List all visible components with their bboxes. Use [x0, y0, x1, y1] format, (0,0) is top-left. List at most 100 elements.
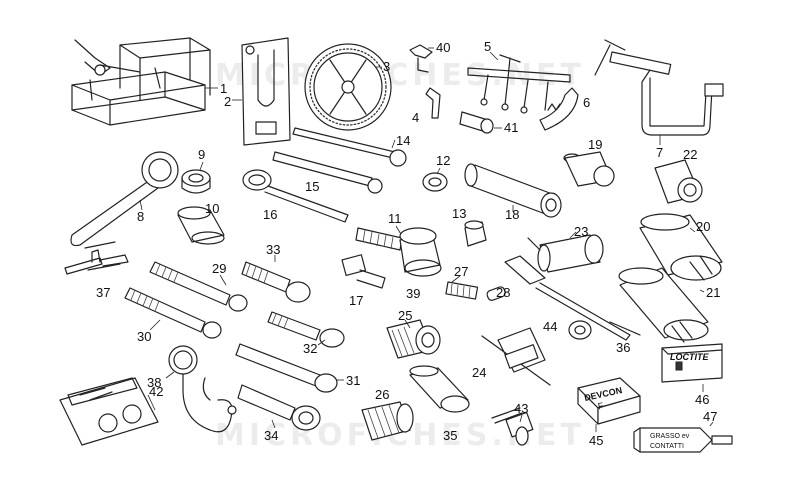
callout-17: 17: [349, 293, 364, 308]
tool-38-pressure-gauge: [168, 345, 237, 433]
tool-26-threaded-cylinder: [361, 401, 414, 441]
tool-42-gauge-case: [59, 377, 159, 446]
callout-36: 36: [616, 340, 631, 355]
tool-6-lever: [539, 87, 579, 131]
callout-39: 39: [406, 286, 421, 301]
tool-44-ring: [568, 320, 592, 340]
callout-12: 12: [436, 153, 451, 168]
tool-1-stand: [71, 37, 211, 126]
tool-19-puller: [563, 151, 615, 187]
tool-35-tube: [409, 365, 470, 413]
callout-38: 38: [147, 375, 162, 390]
callout-25: 25: [398, 308, 413, 323]
tool-5-puller: [467, 54, 571, 114]
callout-20: 20: [696, 219, 711, 234]
tool-18-cylinder: [464, 163, 562, 218]
callout-28: 28: [496, 285, 511, 300]
tool-27-splined-shaft: [445, 281, 479, 300]
tool-37-h-frame: [64, 241, 129, 275]
callout-37: 37: [96, 285, 111, 300]
tool-24-clamp: [481, 327, 551, 386]
tool-7-valve-compressor: [594, 39, 724, 136]
callout-8: 8: [137, 209, 145, 224]
callout-41: 41: [504, 120, 519, 135]
callout-22: 22: [683, 147, 698, 162]
callout-31: 31: [346, 373, 361, 388]
tool-33-bolt: [241, 261, 311, 303]
tool-39-bell-housing: [399, 227, 442, 277]
callout-3: 3: [383, 59, 391, 74]
tool-29-long-bolt: [149, 261, 248, 312]
grease-tube-line-2: CONTATTI: [650, 443, 684, 450]
tool-9-ring-nut: [181, 169, 211, 194]
callout-1: 1: [220, 81, 228, 96]
callout-13: 13: [452, 206, 467, 221]
tool-3-degree-wheel: [304, 43, 392, 131]
callout-15: 15: [305, 179, 320, 194]
tool-41-sleeve: [459, 111, 494, 134]
callout-34: 34: [264, 428, 279, 443]
callout-10: 10: [205, 201, 220, 216]
callout-35: 35: [443, 428, 458, 443]
tool-2-bracket: [241, 37, 291, 146]
tool-21-cylinder: [618, 267, 709, 343]
tool-12-collar: [422, 172, 448, 192]
callout-21: 21: [706, 285, 721, 300]
callout-46: 46: [695, 392, 710, 407]
callout-40: 40: [436, 40, 451, 55]
tool-11-drift: [355, 227, 403, 251]
tool-4-angle-key: [425, 87, 441, 119]
callout-29: 29: [212, 261, 227, 276]
callout-24: 24: [472, 365, 487, 380]
loctite-box-title: LOCTITE: [670, 352, 709, 362]
product-45-devcon-box: [577, 377, 641, 425]
callout-30: 30: [137, 329, 152, 344]
product-46-loctite-box: [661, 343, 723, 383]
tool-16-socket-wrench: [242, 169, 349, 223]
callout-6: 6: [583, 95, 591, 110]
callout-32: 32: [303, 341, 318, 356]
callout-4: 4: [412, 110, 420, 125]
grease-tube-line-1: GRASSO ev: [650, 433, 690, 440]
callout-23: 23: [574, 224, 589, 239]
tool-34-bolt: [237, 384, 321, 431]
tool-20-cylinder: [639, 213, 723, 281]
tool-13-drift: [464, 220, 487, 247]
tool-40-clip: [409, 44, 433, 73]
callout-7: 7: [656, 145, 664, 160]
tool-23-cylinder: [527, 234, 604, 273]
callout-47: 47: [703, 409, 718, 424]
tool-32-bolt: [267, 311, 345, 348]
callout-43: 43: [514, 401, 529, 416]
callout-11: 11: [388, 211, 402, 226]
tool-15-bar: [272, 151, 383, 194]
callout-42: 42: [149, 384, 164, 399]
callout-33: 33: [266, 242, 281, 257]
tool-31-long-bolt: [235, 343, 338, 393]
tool-43-drift: [491, 407, 534, 446]
product-47-grease-tube: [633, 427, 733, 453]
tool-17-shaft: [341, 254, 386, 289]
tool-8-pin-spanner: [70, 151, 179, 247]
callout-9: 9: [198, 147, 206, 162]
callout-5: 5: [484, 39, 492, 54]
tool-30-long-bolt: [124, 287, 222, 339]
callout-19: 19: [588, 137, 603, 152]
callout-2: 2: [224, 94, 232, 109]
callout-26: 26: [375, 387, 390, 402]
tool-28-pin: [486, 286, 506, 301]
tool-10-sleeve: [177, 206, 225, 245]
tool-22-puller: [654, 159, 703, 204]
callout-45: 45: [589, 433, 604, 448]
callout-44: 44: [543, 319, 558, 334]
callout-27: 27: [454, 264, 469, 279]
tool-25-threaded-sleeve: [386, 319, 441, 359]
callout-16: 16: [263, 207, 278, 222]
callout-18: 18: [505, 207, 520, 222]
tool-14-box-wrench: [292, 127, 407, 167]
callout-14: 14: [396, 133, 411, 148]
watermark-top: MICROFICHES.NET: [215, 58, 585, 93]
tool-36-long-drift: [504, 255, 641, 341]
